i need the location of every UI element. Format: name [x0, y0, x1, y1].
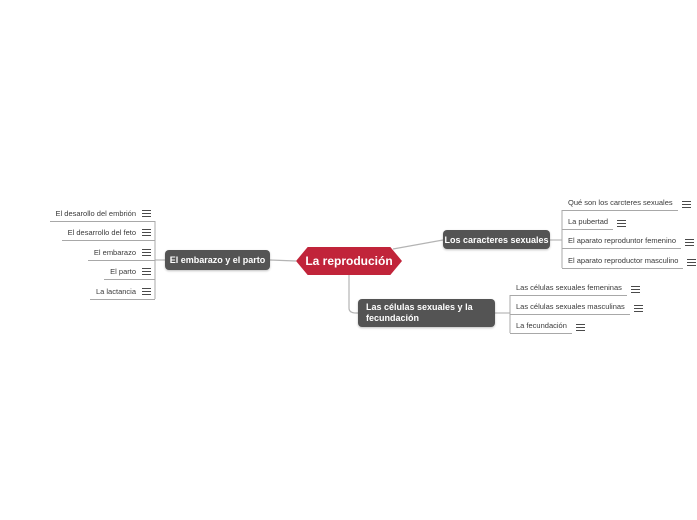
notes-menu-icon[interactable] — [142, 268, 151, 275]
notes-menu-icon[interactable] — [142, 249, 151, 256]
branch-node-celulas-fecundacion[interactable]: Las células sexuales y la fecundación — [358, 299, 495, 327]
branch-node-caracteres-sexuales[interactable]: Los caracteres sexuales — [443, 230, 550, 249]
child-topic-desarollo-embrion[interactable]: El desarollo del embrión — [49, 206, 155, 222]
notes-menu-icon[interactable] — [142, 210, 151, 217]
notes-menu-icon[interactable] — [142, 229, 151, 236]
child-topic-label[interactable]: El embarazo — [93, 248, 136, 257]
child-topic-label[interactable]: La fecundación — [510, 318, 572, 334]
child-topic-label[interactable]: La pubertad — [562, 214, 614, 230]
child-topic-label[interactable]: El parto — [110, 267, 136, 276]
child-topic-desarrollo-feto[interactable]: El desarrollo del feto — [61, 225, 155, 241]
child-topic-fecundacion[interactable]: La fecundación — [510, 318, 585, 334]
child-topic-que-son-caracteres[interactable]: Qué son los carcteres sexuales — [562, 195, 691, 211]
root-node[interactable]: La reprodución — [296, 247, 402, 275]
child-topic-lactancia[interactable]: La lactancia — [89, 284, 155, 300]
notes-menu-icon[interactable] — [630, 286, 640, 293]
child-topic-celulas-masculinas[interactable]: Las células sexuales masculinas — [510, 299, 643, 315]
child-topic-parto[interactable]: El parto — [104, 264, 155, 280]
child-topic-pubertad[interactable]: La pubertad — [562, 214, 627, 230]
child-topic-label[interactable]: El aparato reproduntor femenino — [562, 233, 681, 249]
child-topic-aparato-masculino[interactable]: El aparato reproductor masculino — [562, 253, 697, 269]
child-topic-embarazo[interactable]: El embarazo — [87, 245, 155, 261]
notes-menu-icon[interactable] — [575, 324, 585, 331]
notes-menu-icon[interactable] — [142, 288, 151, 295]
child-topic-label[interactable]: El aparato reproductor masculino — [562, 253, 684, 269]
child-topic-label[interactable]: Las células sexuales masculinas — [510, 299, 630, 315]
child-topic-label[interactable]: Las células sexuales femeninas — [510, 280, 627, 296]
child-topic-celulas-femeninas[interactable]: Las células sexuales femeninas — [510, 280, 640, 296]
notes-menu-icon[interactable] — [685, 239, 694, 246]
notes-menu-icon[interactable] — [633, 305, 643, 312]
child-topic-label[interactable]: Qué son los carcteres sexuales — [562, 195, 678, 211]
child-topic-label[interactable]: El desarrollo del feto — [67, 228, 136, 237]
notes-menu-icon[interactable] — [681, 201, 691, 208]
notes-menu-icon[interactable] — [617, 220, 627, 227]
child-topic-aparato-femenino[interactable]: El aparato reproduntor femenino — [562, 233, 694, 249]
child-topic-label[interactable]: La lactancia — [95, 287, 136, 296]
child-topic-label[interactable]: El desarollo del embrión — [55, 209, 136, 218]
branch-node-embarazo-parto[interactable]: El embarazo y el parto — [165, 250, 270, 270]
notes-menu-icon[interactable] — [687, 259, 697, 266]
